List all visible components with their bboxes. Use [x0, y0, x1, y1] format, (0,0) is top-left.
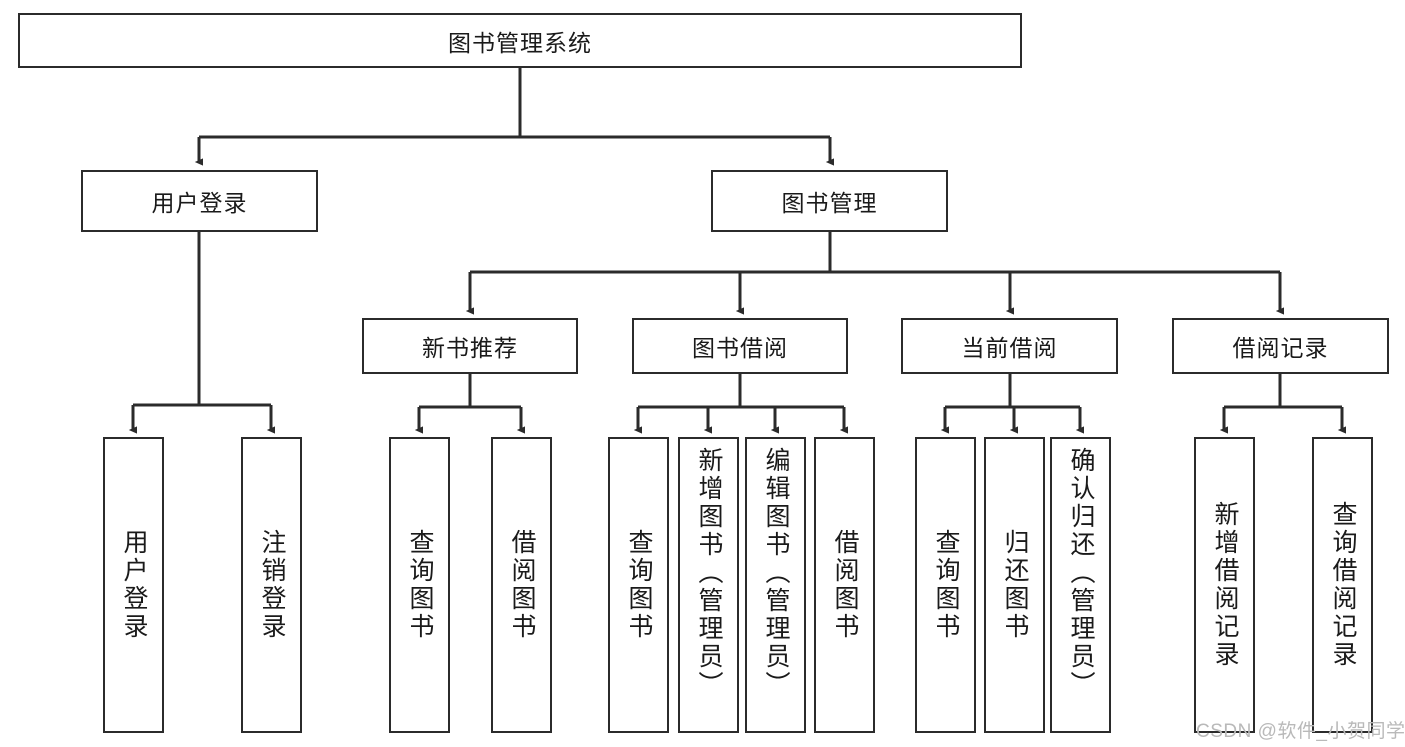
node-label: 注销登录	[258, 529, 286, 641]
node-label: 归还图书	[1001, 529, 1029, 641]
leaf-query-borrow-record[interactable]: 查询借阅记录	[1312, 437, 1373, 733]
node-label: 用户登录	[151, 190, 248, 216]
node-label: 图书管理	[781, 190, 878, 216]
leaf-logout-login[interactable]: 注销登录	[241, 437, 302, 733]
leaf-query-book-borrow[interactable]: 查询图书	[608, 437, 669, 733]
leaf-query-book-current[interactable]: 查询图书	[915, 437, 976, 733]
node-label: 编辑图书（管理员）	[762, 447, 790, 699]
node-book-manage[interactable]: 图书管理	[711, 170, 948, 232]
node-label: 新增图书（管理员）	[695, 447, 723, 699]
node-label: 新增借阅记录	[1211, 501, 1239, 669]
node-label: 当前借阅	[961, 335, 1058, 361]
node-book-borrow[interactable]: 图书借阅	[632, 318, 848, 374]
node-label: 新书推荐	[422, 335, 518, 361]
node-user-login[interactable]: 用户登录	[81, 170, 318, 232]
leaf-query-book-recommend[interactable]: 查询图书	[389, 437, 450, 733]
leaf-add-book-admin[interactable]: 新增图书（管理员）	[678, 437, 739, 733]
node-label: 查询图书	[625, 529, 653, 641]
node-label: 用户登录	[120, 529, 148, 641]
leaf-return-book[interactable]: 归还图书	[984, 437, 1045, 733]
node-label: 借阅图书	[831, 529, 859, 641]
node-new-book-recommend[interactable]: 新书推荐	[362, 318, 578, 374]
node-root-book-management-system[interactable]: 图书管理系统	[18, 13, 1022, 68]
node-label: 图书管理系统	[448, 29, 592, 56]
leaf-confirm-return-admin[interactable]: 确认归还（管理员）	[1050, 437, 1111, 733]
node-label: 图书借阅	[692, 335, 788, 361]
node-borrow-record[interactable]: 借阅记录	[1172, 318, 1389, 374]
node-label: 查询图书	[406, 529, 434, 641]
node-label: 查询借阅记录	[1329, 501, 1357, 669]
leaf-borrow-book-borrow[interactable]: 借阅图书	[814, 437, 875, 733]
node-label: 借阅图书	[508, 529, 536, 641]
node-label: 查询图书	[932, 529, 960, 641]
node-current-borrow[interactable]: 当前借阅	[901, 318, 1118, 374]
csdn-watermark: CSDN @软件_小贺同学	[1196, 721, 1405, 742]
leaf-user-login[interactable]: 用户登录	[103, 437, 164, 733]
node-label: 借阅记录	[1232, 335, 1329, 361]
node-label: 确认归还（管理员）	[1067, 447, 1095, 699]
leaf-add-borrow-record[interactable]: 新增借阅记录	[1194, 437, 1255, 733]
leaf-edit-book-admin[interactable]: 编辑图书（管理员）	[745, 437, 806, 733]
leaf-borrow-book-recommend[interactable]: 借阅图书	[491, 437, 552, 733]
